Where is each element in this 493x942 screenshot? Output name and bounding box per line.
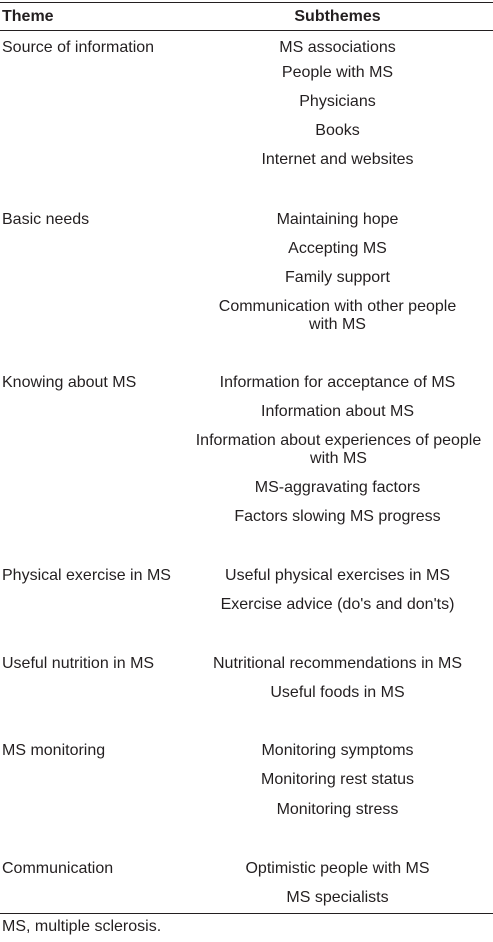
theme-useful-nutrition: Useful nutrition in MS [2, 655, 155, 672]
theme-ms-monitoring: MS monitoring [2, 742, 106, 759]
subtheme: Information about experiences of people … [195, 432, 482, 467]
theme-knowing-about-ms: Knowing about MS [2, 374, 137, 391]
subtheme: Maintaining hope [276, 211, 399, 228]
subtheme: Accepting MS [288, 240, 387, 257]
subtheme: Physicians [299, 93, 376, 110]
subtheme: People with MS [281, 64, 394, 81]
subtheme: Useful physical exercises in MS [225, 567, 450, 584]
subtheme: Internet and websites [261, 151, 414, 168]
subtheme: Nutritional recommendations in MS [213, 655, 462, 672]
subtheme: Optimistic people with MS [245, 860, 430, 877]
header-rule [0, 30, 493, 31]
column-header-subthemes: Subthemes [294, 8, 381, 25]
top-rule [0, 2, 493, 3]
theme-communication: Communication [2, 860, 114, 877]
subtheme: Communication with other people with MS [218, 298, 457, 333]
subtheme: Monitoring symptoms [261, 742, 414, 759]
theme-physical-exercise: Physical exercise in MS [2, 567, 171, 584]
subtheme: Monitoring rest status [261, 771, 414, 788]
subtheme: Useful foods in MS [270, 684, 405, 701]
bottom-rule [0, 913, 493, 914]
subtheme: Family support [285, 269, 390, 286]
subtheme: MS associations [279, 39, 396, 56]
table-footnote: MS, multiple sclerosis. [2, 918, 162, 935]
subtheme: MS specialists [286, 889, 389, 906]
subtheme: Factors slowing MS progress [234, 508, 441, 525]
subtheme: Books [315, 122, 360, 139]
subtheme: Exercise advice (do's and don'ts) [220, 596, 455, 613]
column-header-theme: Theme [2, 8, 54, 25]
theme-source-of-information: Source of information [2, 39, 155, 56]
subtheme: Monitoring stress [276, 801, 399, 818]
theme-basic-needs: Basic needs [2, 211, 90, 228]
subtheme: MS-aggravating factors [254, 479, 421, 496]
subtheme: Information about MS [261, 403, 414, 420]
subtheme: Information for acceptance of MS [219, 374, 456, 391]
